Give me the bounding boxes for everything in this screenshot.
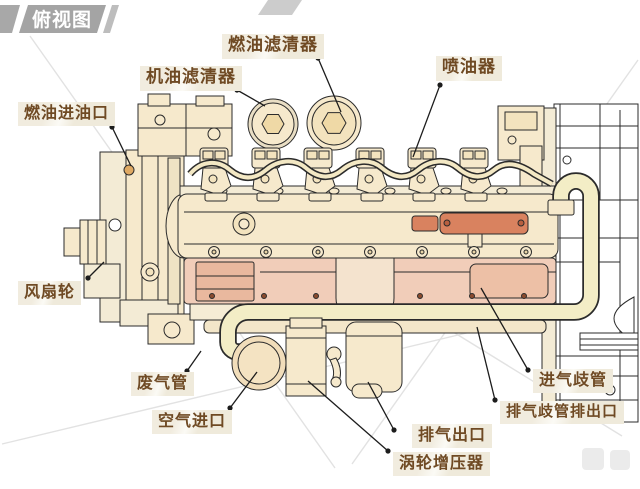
fuel-filter-part: [306, 95, 362, 151]
faint-watermark: [582, 448, 630, 470]
leader-line-oil-filter: [236, 89, 266, 107]
label-intake-manifold: 进气歧管: [533, 369, 614, 393]
label-fuel-inlet: 燃油进油口: [18, 102, 116, 126]
leader-line-fan-wheel: [87, 261, 105, 279]
label-oil-filter: 机油滤清器: [140, 66, 242, 91]
leader-line-exhaust-gas-pipe: [186, 350, 202, 372]
leader-line-intake-manifold: [480, 287, 529, 371]
label-exhaust-manifold-outlet: 排气歧管排出口: [500, 401, 625, 424]
leader-line-turbocharger: [307, 380, 389, 452]
leader-dot-fan-wheel: [85, 275, 91, 281]
banner-slash-far: [258, 0, 302, 15]
leader-line-fuel-inlet: [111, 126, 132, 167]
leader-line-fuel-filter: [317, 57, 342, 113]
label-exhaust-outlet: 排气出口: [412, 424, 493, 448]
valve-cover-salmon-small: [411, 215, 439, 232]
title-banner: 俯视图: [0, 0, 302, 33]
banner-main: [19, 5, 106, 33]
valve-cover-salmon-large: [439, 212, 529, 235]
label-injector: 喷油器: [436, 56, 502, 81]
leader-dot-injector: [437, 82, 443, 88]
banner-slash-left: [0, 5, 20, 33]
label-exhaust-gas-pipe: 废气管: [131, 372, 195, 396]
leader-dot-intake-manifold: [525, 367, 531, 373]
label-fuel-filter: 燃油滤清器: [222, 34, 324, 59]
leader-line-air-inlet: [229, 371, 258, 409]
oil-filter-part: [247, 98, 299, 150]
leader-dot-turbocharger: [385, 448, 391, 454]
banner-slash-right: [103, 5, 119, 33]
turbocharger-part: [231, 317, 403, 399]
fan-wheel-part: [63, 219, 107, 265]
label-fan-wheel: 风扇轮: [18, 281, 82, 305]
leader-line-injector: [412, 84, 441, 158]
fuel-inlet-fitting: [123, 164, 135, 176]
leader-dot-exhaust-outlet: [391, 427, 397, 433]
leader-dot-exhaust-manifold-outlet: [492, 397, 498, 403]
leader-dot-air-inlet: [227, 405, 233, 411]
label-turbocharger: 涡轮增压器: [393, 452, 491, 476]
fuel-rail-tube: [187, 158, 554, 188]
exhaust-gas-pipe-part: [219, 172, 600, 361]
label-air-inlet: 空气进口: [152, 410, 233, 434]
leader-line-exhaust-manifold-outlet: [476, 326, 496, 401]
leader-line-exhaust-outlet: [367, 381, 395, 431]
banner-title: 俯视图: [32, 8, 92, 31]
